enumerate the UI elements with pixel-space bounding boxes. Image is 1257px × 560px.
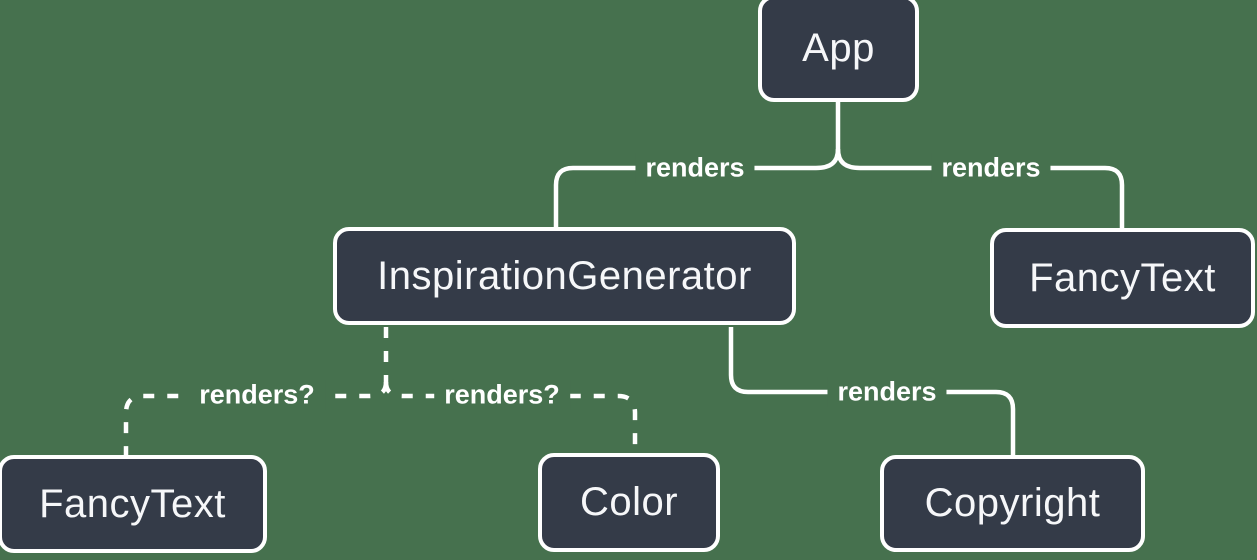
node-app: App: [758, 0, 919, 102]
edge-label-inspirationgenerator-renders-copyright: renders: [827, 376, 947, 408]
node-color-label: Color: [579, 480, 679, 524]
node-copyright: Copyright: [880, 455, 1145, 552]
node-copyright-label: Copyright: [924, 481, 1101, 525]
node-inspiration-generator: InspirationGenerator: [333, 227, 796, 325]
edge-inspirationgenerator-to-fancytext-dashed: [123, 381, 389, 457]
node-inspiration-generator-label: InspirationGenerator: [377, 253, 752, 298]
node-fancy-text-top-label: FancyText: [1029, 255, 1216, 300]
edge-label-app-renders-fancytext: renders: [931, 152, 1051, 184]
node-app-label: App: [802, 26, 875, 70]
edge-label-inspirationgenerator-renders-fancytext-conditional: renders?: [189, 379, 325, 411]
edge-inspirationgenerator-to-color-dashed: [383, 381, 638, 455]
edge-label-app-renders-inspirationgenerator: renders: [635, 152, 755, 184]
edge-app-to-fancytext: [835, 148, 1125, 230]
node-fancy-text-bottom-label: FancyText: [39, 481, 226, 526]
node-fancy-text-top: FancyText: [990, 228, 1255, 328]
node-color: Color: [538, 453, 720, 552]
node-fancy-text-bottom: FancyText: [0, 455, 267, 553]
edge-label-inspirationgenerator-renders-color-conditional: renders?: [434, 379, 570, 411]
edge-app-to-inspirationgenerator: [553, 148, 841, 229]
